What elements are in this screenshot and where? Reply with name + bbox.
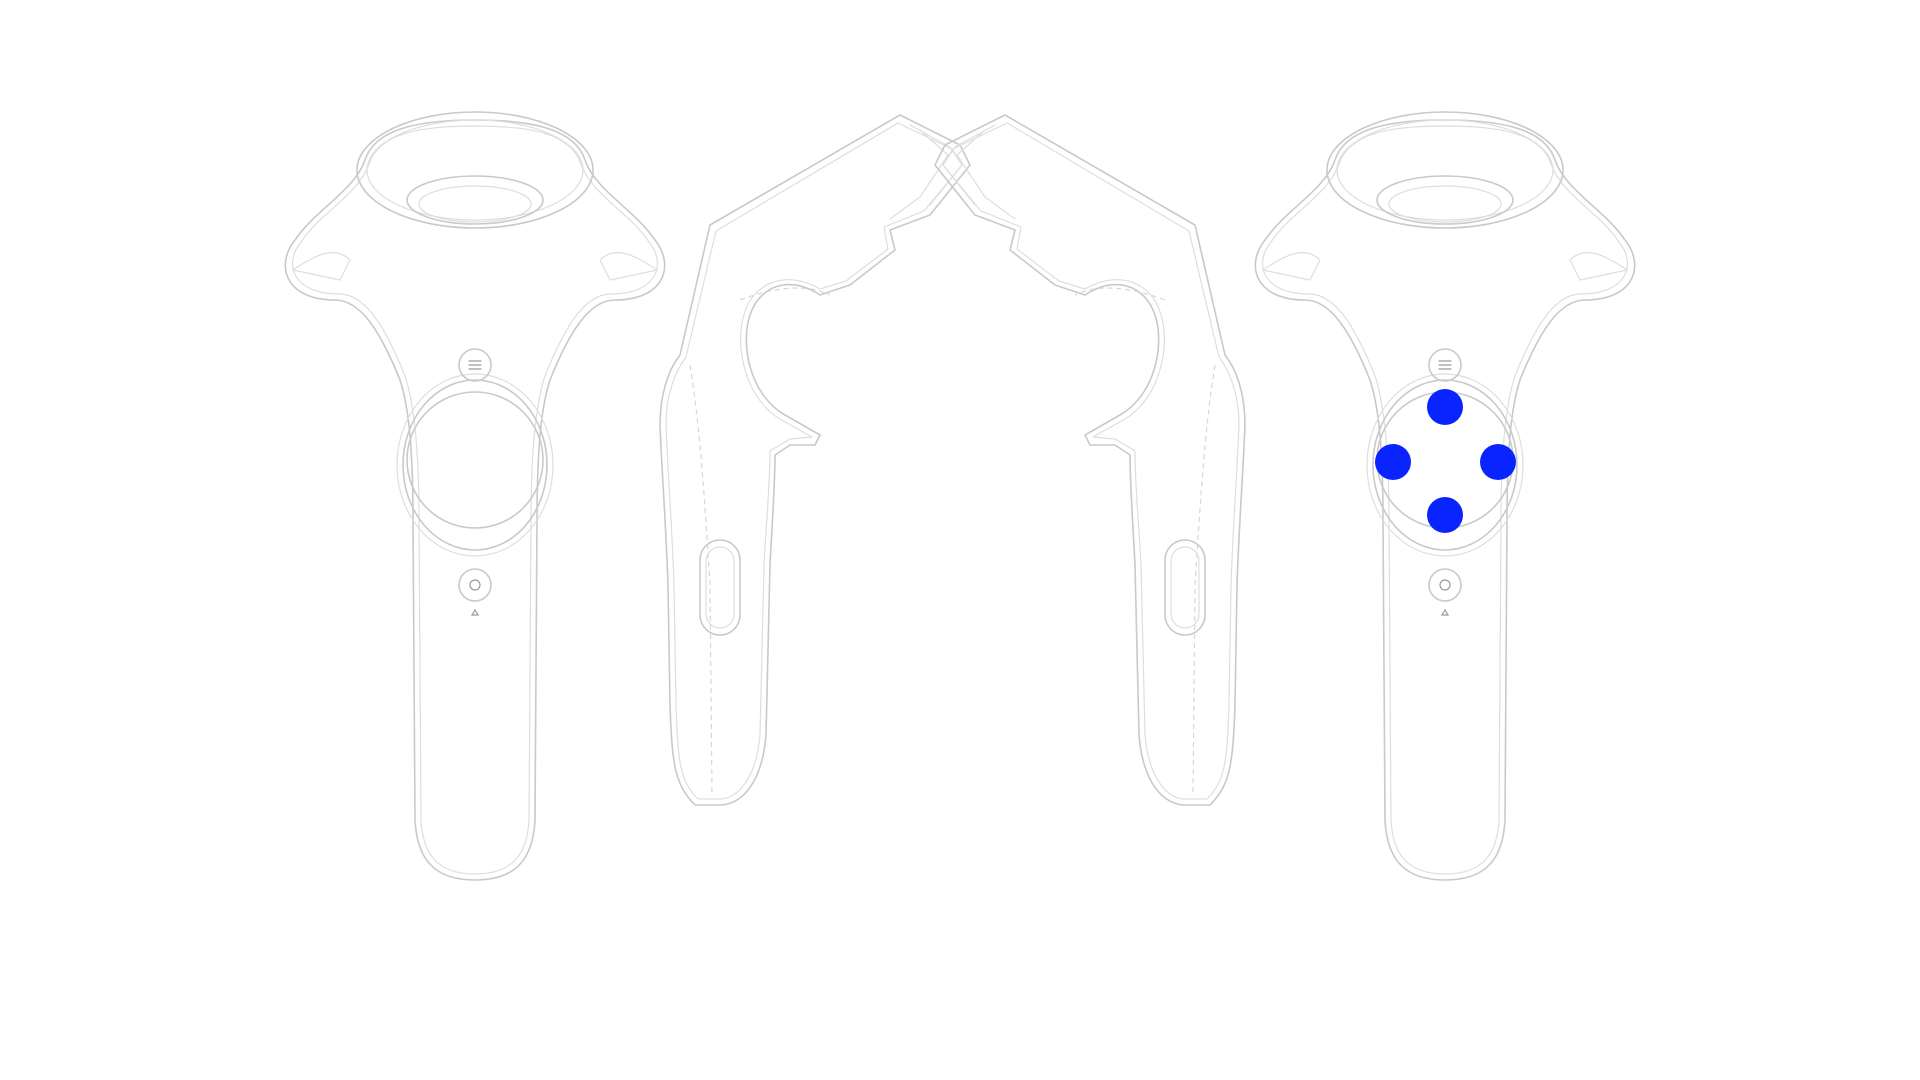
trackpad-marker-down bbox=[1427, 497, 1463, 533]
trackpad-marker-left bbox=[1375, 444, 1411, 480]
controller-front-right bbox=[1254, 111, 1636, 881]
trackpad-marker-up bbox=[1427, 389, 1463, 425]
controller-side-left bbox=[659, 114, 971, 806]
controller-side-right bbox=[934, 114, 1246, 806]
controller-front-left bbox=[284, 111, 666, 881]
trackpad-marker-right bbox=[1480, 444, 1516, 480]
trackpad-markers bbox=[1375, 389, 1516, 533]
